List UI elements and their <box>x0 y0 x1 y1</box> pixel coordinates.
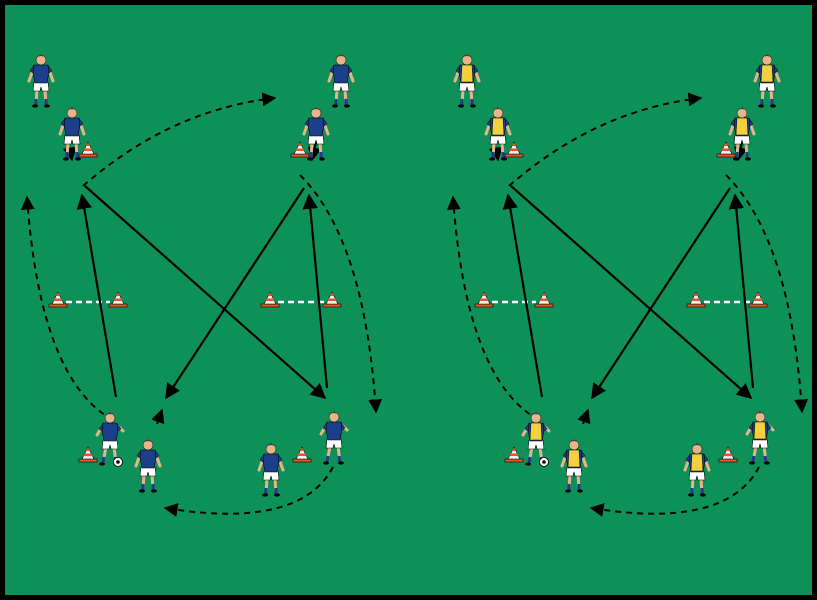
player-yellow-bib-icon <box>560 439 588 493</box>
training-cone-icon <box>108 291 128 308</box>
run-arrow <box>151 408 165 425</box>
run-arrow <box>299 174 383 414</box>
pass-arrow <box>165 187 305 400</box>
training-cone-icon <box>290 141 310 158</box>
player-blue-icon <box>327 54 355 108</box>
training-cone-icon <box>322 291 342 308</box>
run-arrow <box>82 92 277 187</box>
pass-arrow <box>76 193 118 398</box>
run-arrow <box>307 141 322 162</box>
pass-arrow <box>728 193 755 389</box>
run-arrow <box>577 408 591 425</box>
player-blue-icon <box>319 411 349 465</box>
player-blue-icon <box>27 54 55 108</box>
soccer-ball-icon <box>113 457 123 467</box>
pass-arrow <box>510 185 753 400</box>
training-cone-icon <box>48 291 68 308</box>
training-cone-icon <box>504 141 524 158</box>
pass-arrow <box>84 185 327 400</box>
training-cone-icon <box>260 291 280 308</box>
player-yellow-bib-icon <box>683 443 711 497</box>
training-cone-icon <box>534 291 554 308</box>
player-yellow-bib-icon <box>745 411 775 465</box>
drill-right <box>446 54 809 517</box>
pitch-field <box>5 5 812 595</box>
player-blue-icon <box>302 107 330 161</box>
training-cone-icon <box>686 291 706 308</box>
pass-arrow <box>302 193 329 389</box>
training-cone-icon <box>78 141 98 158</box>
player-yellow-bib-icon <box>728 107 756 161</box>
run-arrow <box>725 174 809 414</box>
player-yellow-bib-icon <box>753 54 781 108</box>
training-cone-icon <box>474 291 494 308</box>
training-cone-icon <box>718 446 738 463</box>
drill-left <box>20 54 383 517</box>
training-cone-icon <box>748 291 768 308</box>
training-cone-icon <box>504 446 524 463</box>
player-yellow-bib-icon <box>453 54 481 108</box>
soccer-ball-icon <box>539 457 549 467</box>
run-arrow <box>733 141 748 162</box>
run-arrow <box>20 195 114 421</box>
player-blue-icon <box>257 443 285 497</box>
run-arrow <box>508 92 703 187</box>
training-cone-icon <box>716 141 736 158</box>
pass-arrow <box>591 187 731 400</box>
player-yellow-bib-icon <box>484 107 512 161</box>
player-blue-icon <box>58 107 86 161</box>
run-arrow <box>446 195 540 421</box>
player-blue-icon <box>134 439 162 493</box>
pass-arrow <box>502 193 544 398</box>
training-cone-icon <box>78 446 98 463</box>
training-cone-icon <box>292 446 312 463</box>
